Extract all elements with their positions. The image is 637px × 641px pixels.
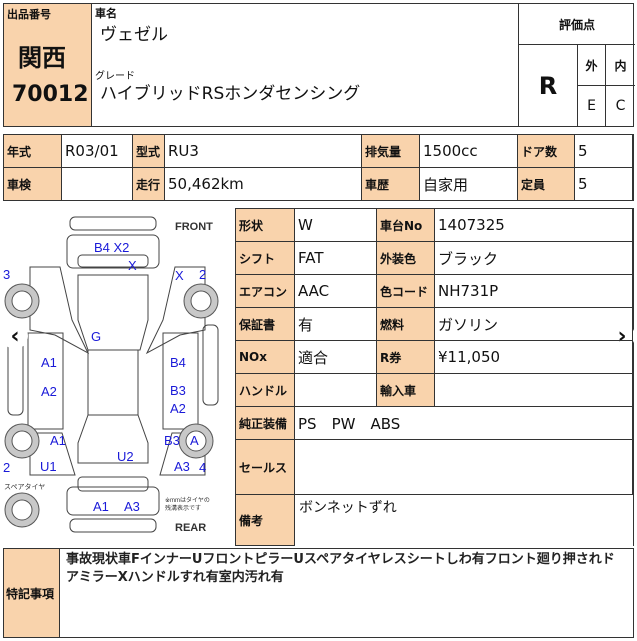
damage-mark-door-rr: B3: [170, 383, 186, 398]
spec-label: 排気量: [362, 135, 420, 168]
lot-label: 出品番号: [7, 8, 51, 21]
detail-label: 車台No: [377, 209, 435, 242]
spec-label: 年式: [4, 135, 62, 168]
detail-label: NOx: [236, 341, 295, 374]
detail-label: ハンドル: [236, 374, 295, 407]
prev-arrow[interactable]: ‹: [2, 323, 28, 349]
detail-value: [435, 374, 633, 407]
spec-label: 走行: [133, 168, 165, 201]
lot-cell: 出品番号 関西 70012: [4, 4, 92, 126]
remarks-value: ボンネットずれ: [299, 500, 397, 516]
detail-value: ¥11,050: [435, 341, 633, 374]
detail-value: W: [295, 209, 377, 242]
detail-label: 保証書: [236, 308, 295, 341]
spec-value: 5: [575, 135, 633, 168]
damage-mark-rear-bumper-r: A3: [124, 499, 140, 514]
score-area: 評価点 R 外 内 E C: [518, 4, 635, 126]
detail-label: R券: [377, 341, 435, 374]
detail-label: 外装色: [377, 242, 435, 275]
spec-label: 定員: [518, 168, 575, 201]
front-bumper-shape: [69, 216, 157, 231]
sales-label: セールス: [236, 440, 295, 495]
front-label: FRONT: [175, 221, 213, 233]
spec-value: RU3: [165, 135, 362, 168]
damage-mark-door-fr: B4: [170, 355, 186, 370]
equipment-label: 純正装備: [236, 407, 295, 440]
lot-number: 70012: [12, 82, 89, 107]
spare-label: スペアタイヤ: [4, 482, 45, 491]
detail-label: 形状: [236, 209, 295, 242]
cabin-shape: [87, 349, 139, 416]
damage-mark-tire-rr: 4: [199, 460, 206, 475]
grade: ハイブリッドRSホンダセンシング: [100, 84, 361, 104]
exterior-grade: E: [578, 86, 606, 126]
score: R: [519, 45, 578, 126]
detail-value: ガソリン: [435, 308, 633, 341]
detail-label: 燃料: [377, 308, 435, 341]
spec-value: R03/01: [62, 135, 133, 168]
detail-value: NH731P: [435, 275, 633, 308]
detail-label: シフト: [236, 242, 295, 275]
detail-value: 適合: [295, 341, 377, 374]
detail-value: 1407325: [435, 209, 633, 242]
damage-mark-tire-rl: 2: [3, 460, 10, 475]
spec-value: 自家用: [420, 168, 518, 201]
next-arrow[interactable]: ›: [609, 323, 635, 349]
damage-mark-door-fl: A1: [41, 355, 57, 370]
detail-value: [295, 374, 377, 407]
sales-value: [295, 440, 633, 495]
grade-label: グレード: [95, 71, 135, 82]
detail-label: 色コード: [377, 275, 435, 308]
damage-mark-qtr-r: B3: [164, 433, 180, 448]
car-name-label: 車名: [95, 7, 117, 20]
damage-mark-sill-l: U1: [40, 459, 57, 474]
damage-mark-qtr-l: A1: [50, 433, 66, 448]
damage-mark-tire-fl: 3: [3, 267, 10, 282]
notes-label: 特記事項: [4, 549, 60, 637]
spec-label: 車歴: [362, 168, 420, 201]
damage-mark-tire-fr: 2: [199, 267, 206, 282]
spec-value: 1500cc: [420, 135, 518, 168]
damage-mark-fender-fr: X: [175, 268, 184, 283]
detail-value: 有: [295, 308, 377, 341]
rear-bumper-shape: [69, 518, 157, 533]
interior-label: 内: [606, 45, 635, 86]
spec-value: [62, 168, 133, 201]
spec-label: ドア数: [518, 135, 575, 168]
damage-mark-door-rr2: A2: [170, 401, 186, 416]
notes-box: [3, 548, 634, 638]
details-table: [235, 208, 634, 546]
spec-label: 型式: [133, 135, 165, 168]
damage-mark-qtr-r2: A3: [174, 459, 190, 474]
damage-mark-grille: X: [128, 258, 137, 273]
spec-value: 50,462km: [165, 168, 362, 201]
car-diagram: FRONT REAR スペアタイヤ ※mmはタイヤの 残溝表示です B4 X2X…: [3, 216, 219, 534]
exterior-label: 外: [578, 45, 606, 86]
auction-name: 関西: [18, 44, 66, 72]
damage-mark-door-rl: A2: [41, 384, 57, 399]
car-name: ヴェゼル: [100, 25, 168, 45]
detail-value: AAC: [295, 275, 377, 308]
spec-value: 5: [575, 168, 633, 201]
header-box: [3, 3, 634, 127]
damage-mark-trunk: U2: [117, 449, 134, 464]
notes-text: 事故現状車FインナーUフロントピラーUスペアタイヤレスシートしわ有フロント廻り押…: [66, 552, 615, 585]
damage-mark-wheel-rr: A: [190, 433, 199, 448]
detail-label: エアコン: [236, 275, 295, 308]
spec-label: 車検: [4, 168, 62, 201]
equipment-value: PS PW ABS: [295, 407, 633, 440]
detail-value: FAT: [295, 242, 377, 275]
interior-grade: C: [615, 98, 626, 114]
score-label: 評価点: [519, 4, 635, 45]
tread-note-2: 残溝表示です: [165, 504, 201, 512]
damage-mark-rear-bumper-l: A1: [93, 499, 109, 514]
detail-value: ブラック: [435, 242, 633, 275]
detail-label: 輸入車: [377, 374, 435, 407]
damage-mark-hood: G: [91, 329, 101, 344]
rear-label: REAR: [175, 522, 206, 534]
damage-mark-front-bumper: B4 X2: [94, 240, 129, 255]
remarks-label: 備考: [236, 495, 295, 546]
tread-note: ※mmはタイヤの: [165, 496, 210, 504]
